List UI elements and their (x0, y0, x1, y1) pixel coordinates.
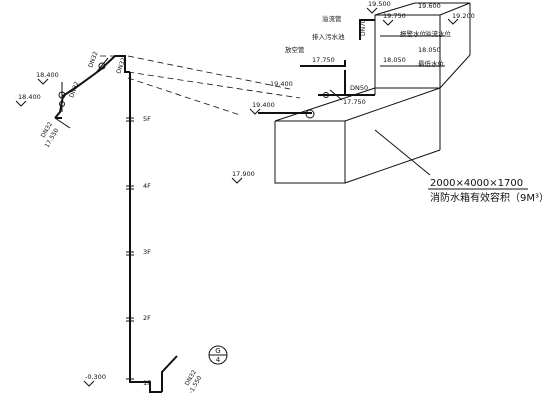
elev-18400-b: 18.400 (18, 93, 41, 101)
section-marker-top: G (215, 347, 220, 355)
section-marker: G 4 (208, 345, 228, 365)
elev-19500: 19.500 (368, 0, 391, 8)
label-to-sewer: 排入污水池 (312, 32, 345, 41)
pipe-labels: 溢流管 报警水位 溢流水位 排入污水池 放空管 最低水位 DN50 (285, 14, 452, 92)
label-overflow-pipe: 溢流管 (322, 14, 342, 23)
elev-19750: 19.750 (383, 12, 406, 20)
caption-dimensions: 2000×4000×1700 (430, 178, 523, 189)
label-overflow-level: 溢流水位 (425, 29, 452, 38)
floor-3f: 3F (143, 248, 151, 256)
elev-19400-a: 19.400 (270, 80, 293, 88)
tank-caption: 2000×4000×1700 消防水箱有效容积（9M³） (428, 178, 549, 204)
floor-5f: 5F (143, 115, 151, 123)
elev-18050-a: 18.050 (418, 46, 441, 54)
label-dn50: DN50 (350, 84, 368, 92)
label-dn32-c: DN32 (68, 80, 80, 98)
elev-18400-a: 18.400 (36, 71, 59, 79)
label-dn70: DN70 (360, 19, 367, 36)
elev-19400-b: 19.400 (252, 101, 275, 109)
caption-text: 消防水箱有效容积（9M³） (430, 191, 549, 204)
floor-1f: 1F (143, 379, 151, 387)
tank-pipes (258, 19, 375, 119)
elevation-markers (15, 7, 459, 387)
elev-17750-b: 17.750 (343, 98, 366, 106)
section-marker-bottom: 4 (216, 356, 221, 364)
left-riser (54, 55, 178, 393)
elev-17750-a: 17.750 (312, 56, 335, 64)
floor-4f: 4F (143, 182, 151, 190)
label-alarm-level: 报警水位 (400, 29, 427, 38)
label-min-level: 最低水位 (418, 59, 445, 68)
elev-minus-0300: -0.300 (85, 373, 106, 381)
elevation-labels: 19.500 19.600 19.200 19.750 18.050 18.05… (18, 0, 475, 381)
floor-labels: 5F 4F 3F 2F 1F (143, 115, 151, 387)
elev-19600: 19.600 (418, 2, 441, 10)
floor-2f: 2F (143, 314, 151, 322)
elev-18050-b: 18.050 (383, 56, 406, 64)
label-drain-pipe: 放空管 (285, 45, 305, 54)
elev-17900: 17.900 (232, 170, 255, 178)
label-dn32-a: DN32 (87, 50, 99, 68)
water-tank (274, 2, 471, 184)
elev-19200: 19.200 (452, 12, 475, 20)
